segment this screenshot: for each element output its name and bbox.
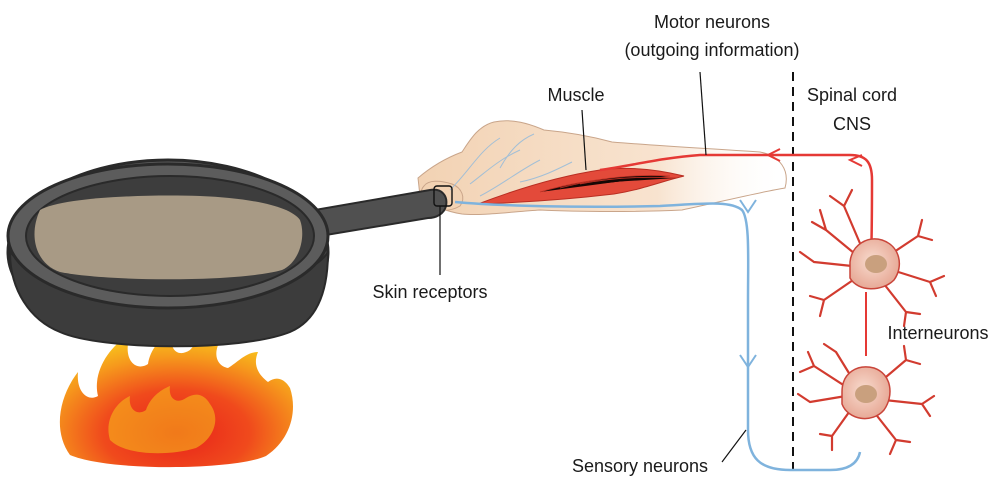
- motor-neurons-label: Motor neurons: [654, 12, 770, 32]
- interneurons-label: Interneurons: [887, 323, 988, 343]
- cns-label: CNS: [833, 114, 871, 134]
- fire-icon: [60, 330, 293, 467]
- hand-icon: [418, 121, 786, 215]
- sensory-neurons-label: Sensory neurons: [572, 456, 708, 476]
- motor-leader-line: [700, 72, 706, 155]
- spinal-cord-label: Spinal cord: [807, 85, 897, 105]
- sensory-leader-line: [722, 430, 746, 462]
- interneuron-lower: [798, 344, 934, 454]
- motor-arrow-2: [850, 155, 862, 166]
- motor-neurons-sublabel: (outgoing information): [624, 40, 799, 60]
- muscle-label: Muscle: [547, 85, 604, 105]
- skin-receptors-label: Skin receptors: [372, 282, 487, 302]
- sensory-neuron-pathway: [455, 202, 860, 470]
- frying-pan-icon: [8, 160, 446, 346]
